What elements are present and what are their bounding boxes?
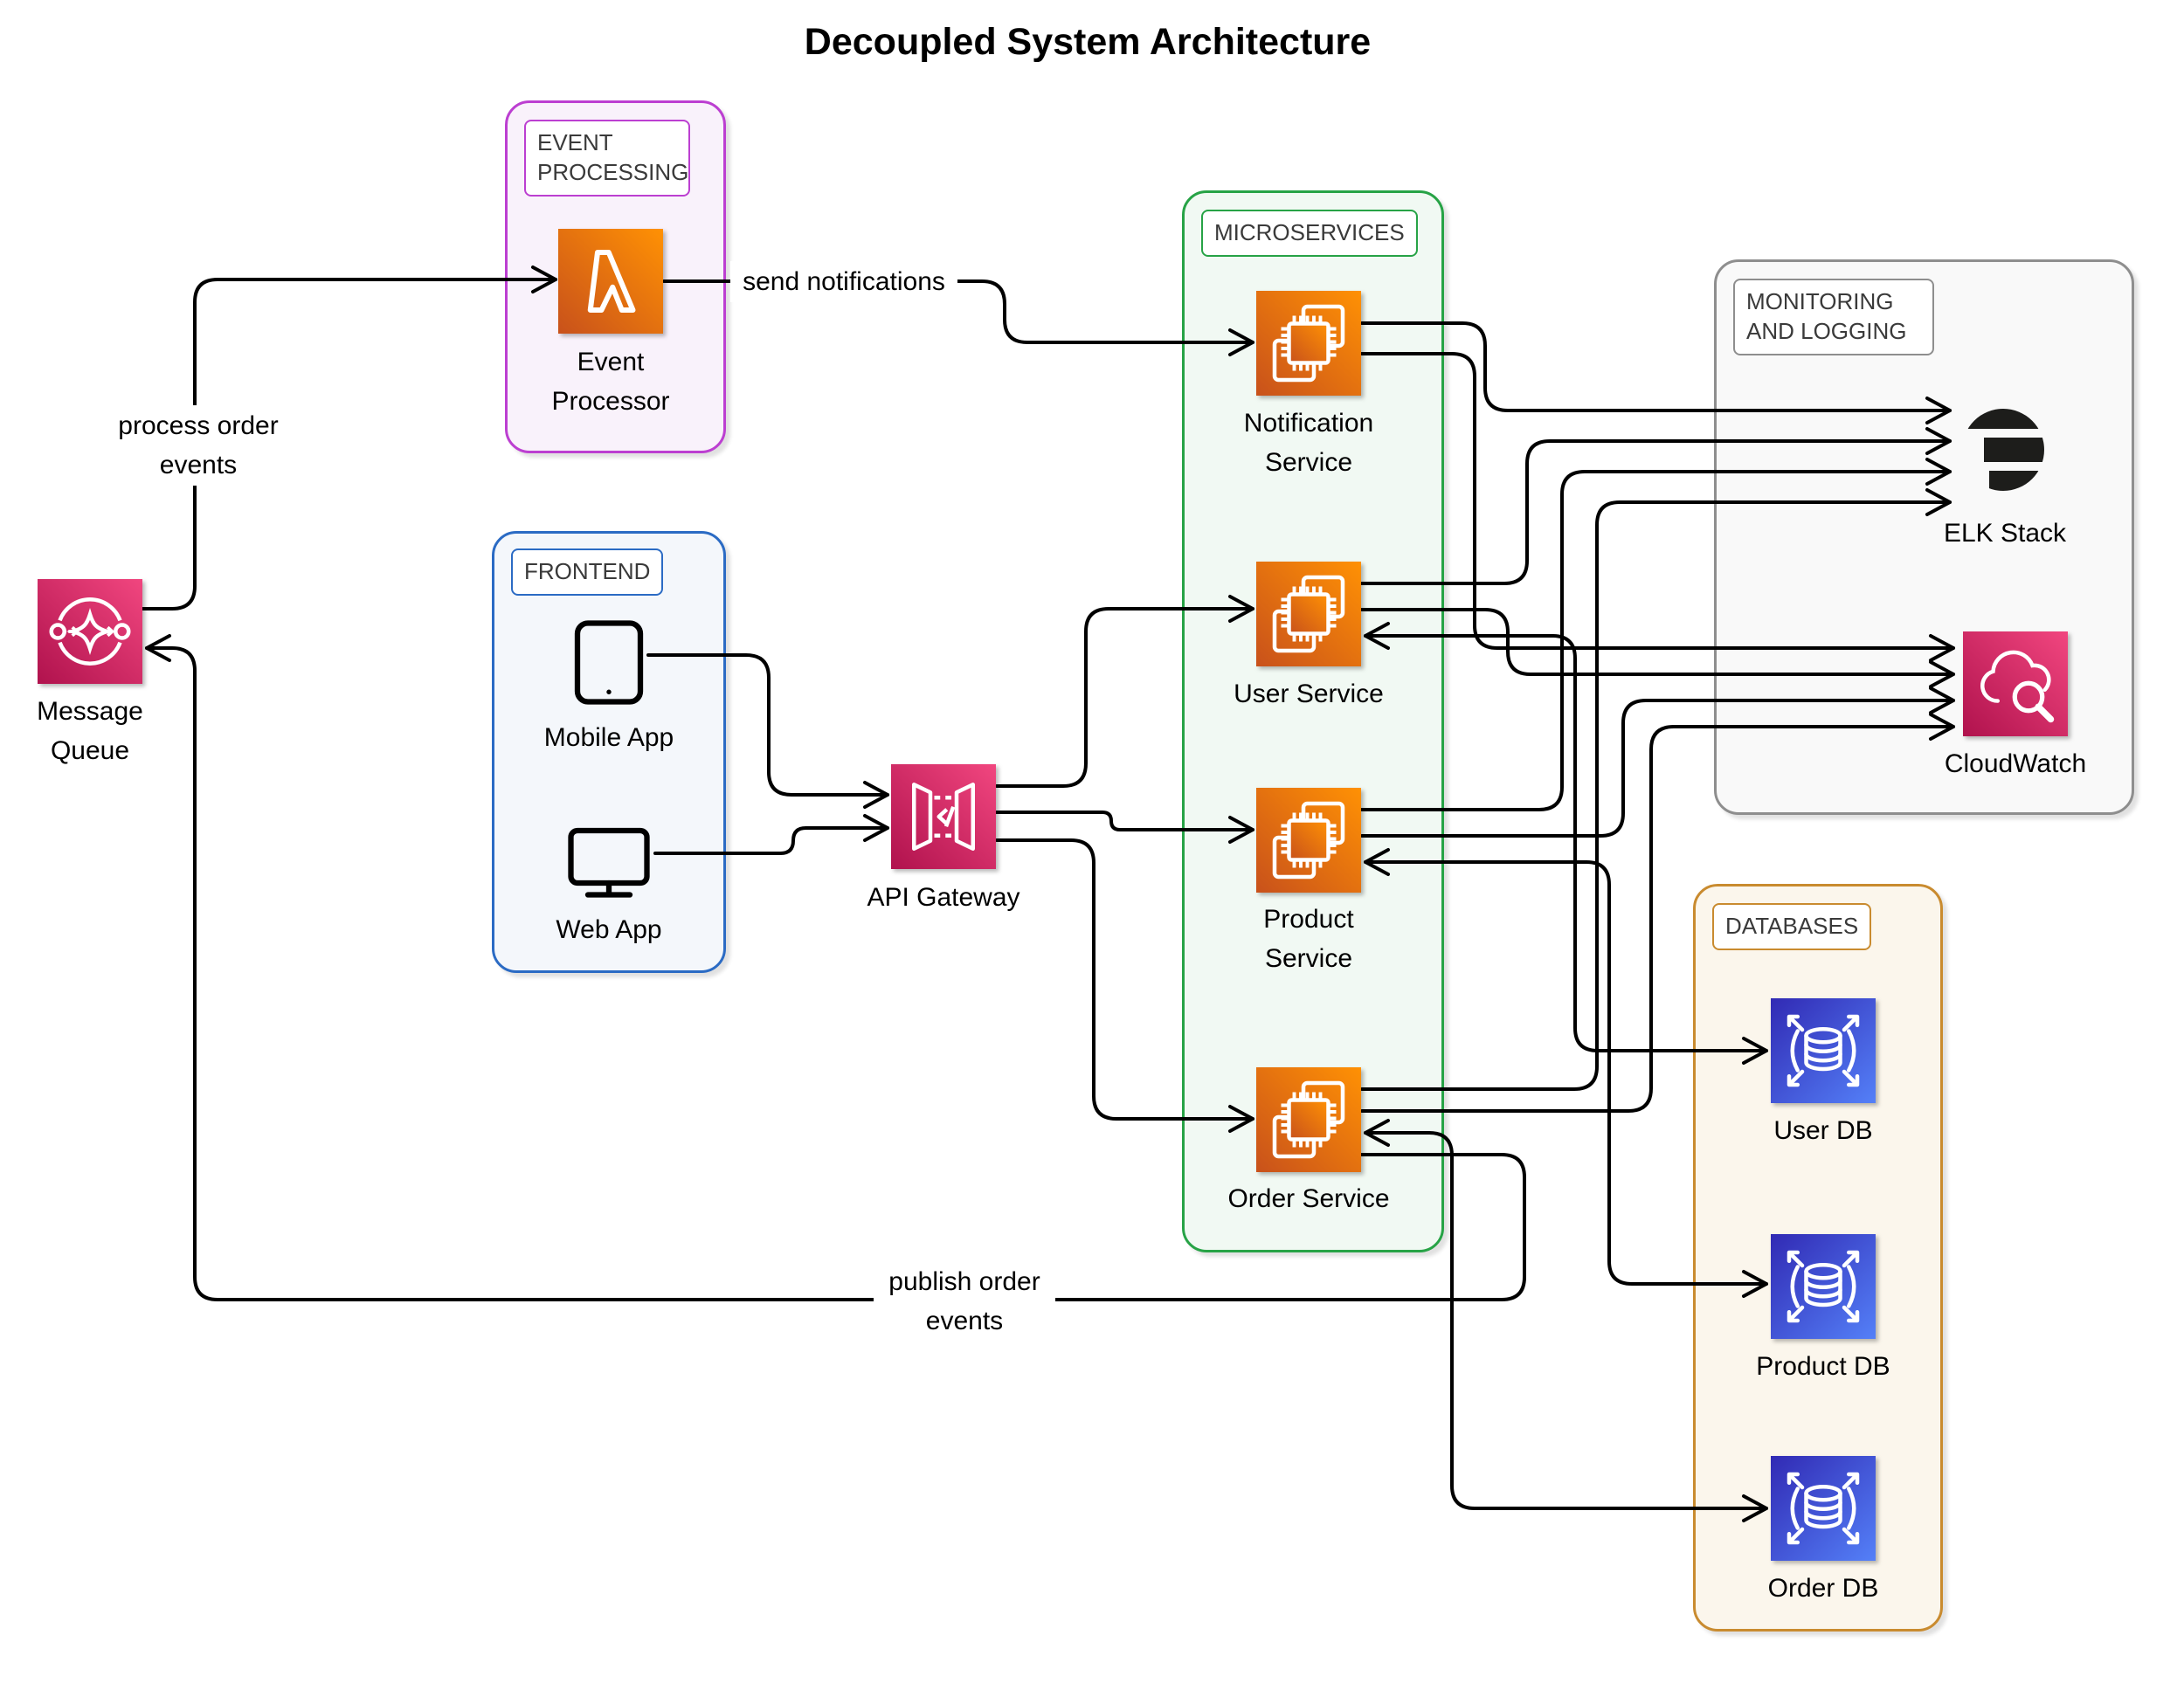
edge-order-service-to-elk-arrowhead — [1925, 488, 1952, 516]
edge-order-service-to-cloudwatch-arrowhead — [1929, 713, 1955, 741]
group-label-monitoring: MONITORING AND LOGGING — [1733, 279, 1934, 355]
edge-order-service-to-mq-publish — [145, 646, 1526, 1301]
edge-label-send-notifications: send notifications — [730, 261, 957, 302]
product-db-label: Product DB — [1756, 1352, 1890, 1381]
group-frontend — [492, 531, 726, 973]
edge-order-service-to-elk — [1360, 500, 1952, 1091]
notification-service-label: Notification Service — [1243, 409, 1374, 477]
edge-web-to-api-gateway-arrowhead — [863, 814, 889, 842]
edge-user-service-to-elk — [1360, 439, 1952, 585]
edge-notification-to-elk — [1360, 321, 1952, 412]
edge-api-gateway-to-user-service-arrowhead — [1228, 595, 1254, 623]
edge-mq-to-event-processor-arrowhead — [531, 266, 557, 293]
mobile-app-label: Mobile App — [543, 723, 674, 752]
edge-product-service-product-db-arrowhead — [1742, 1270, 1768, 1298]
group-label-event-processing: EVENT PROCESSING — [524, 120, 690, 197]
web-app-label: Web App — [556, 915, 662, 944]
tablet-icon — [556, 611, 661, 716]
edge-mobile-to-api-gateway-arrowhead — [863, 781, 889, 809]
edge-api-gateway-to-order-service-arrowhead — [1228, 1105, 1254, 1133]
edge-user-service-user-db — [1364, 634, 1768, 1052]
edge-label-publish-order-events: publish order events — [874, 1261, 1055, 1342]
edge-user-service-to-cloudwatch-arrowhead — [1929, 660, 1955, 688]
order-service-icon — [1256, 1067, 1361, 1172]
edge-product-service-to-cloudwatch-arrowhead — [1929, 686, 1955, 714]
api-gateway-label: API Gateway — [867, 883, 1020, 912]
user-service-icon — [1256, 562, 1361, 666]
edge-api-gateway-to-product-service — [995, 811, 1254, 831]
api-gateway-icon — [891, 764, 996, 869]
group-label-frontend: FRONTEND — [511, 548, 664, 596]
group-label-microservices: MICROSERVICES — [1201, 210, 1418, 257]
cloudwatch-icon — [1963, 631, 2068, 736]
product-service-icon — [1256, 788, 1361, 893]
user-db-label: User DB — [1773, 1116, 1873, 1145]
notification-service-icon — [1256, 291, 1361, 396]
edge-notification-to-cloudwatch-arrowhead — [1929, 634, 1955, 662]
elastic-logo-icon — [1958, 396, 2049, 506]
user-db-icon — [1771, 998, 1876, 1103]
edge-product-service-product-db — [1364, 860, 1768, 1286]
edge-order-service-order-db-arrowhead — [1742, 1494, 1768, 1522]
order-db-icon — [1771, 1456, 1876, 1561]
order-db-label: Order DB — [1767, 1574, 1879, 1603]
edge-notification-to-cloudwatch — [1360, 352, 1955, 650]
edge-user-service-user-db-arrowhead — [1742, 1037, 1768, 1065]
edge-user-service-user-db-start-arrowhead — [1364, 622, 1390, 650]
edge-product-service-to-cloudwatch — [1360, 699, 1955, 838]
edge-notification-to-elk-arrowhead — [1925, 397, 1952, 424]
edge-event-processor-to-notification — [662, 279, 1254, 344]
message-queue-label: Message Queue — [37, 697, 143, 765]
edge-order-service-order-db-start-arrowhead — [1364, 1119, 1390, 1147]
edge-product-service-to-elk — [1360, 470, 1952, 811]
order-service-label: Order Service — [1227, 1184, 1390, 1213]
edge-user-service-to-elk-arrowhead — [1925, 427, 1952, 455]
edge-api-gateway-to-order-service — [995, 838, 1254, 1121]
product-db-icon — [1771, 1234, 1876, 1339]
group-label-databases: DATABASES — [1712, 903, 1872, 950]
edge-label-process-order-events: process order events — [109, 405, 287, 486]
cloudwatch-label: CloudWatch — [1944, 749, 2087, 778]
monitor-icon — [556, 812, 661, 917]
edge-event-processor-to-notification-arrowhead — [1228, 328, 1254, 356]
edge-api-gateway-to-product-service-arrowhead — [1228, 816, 1254, 844]
edge-order-service-order-db — [1364, 1131, 1768, 1510]
edge-product-service-product-db-start-arrowhead — [1364, 848, 1390, 876]
diagram-title: Decoupled System Architecture — [804, 21, 1372, 63]
edge-api-gateway-to-user-service — [995, 607, 1254, 788]
product-service-label: Product Service — [1263, 905, 1354, 973]
edge-user-service-to-cloudwatch — [1360, 608, 1955, 676]
elk-stack-label: ELK Stack — [1943, 519, 2067, 548]
lambda-icon — [558, 229, 663, 334]
user-service-label: User Service — [1234, 680, 1384, 708]
event-processor-label: Event Processor — [551, 348, 670, 416]
edge-web-to-api-gateway — [653, 826, 889, 855]
edge-mobile-to-api-gateway — [646, 653, 889, 797]
edge-order-service-to-cloudwatch — [1360, 725, 1955, 1113]
edge-product-service-to-elk-arrowhead — [1925, 458, 1952, 486]
message-queue-icon — [38, 579, 142, 684]
edge-order-service-to-mq-publish-arrowhead — [145, 634, 171, 662]
